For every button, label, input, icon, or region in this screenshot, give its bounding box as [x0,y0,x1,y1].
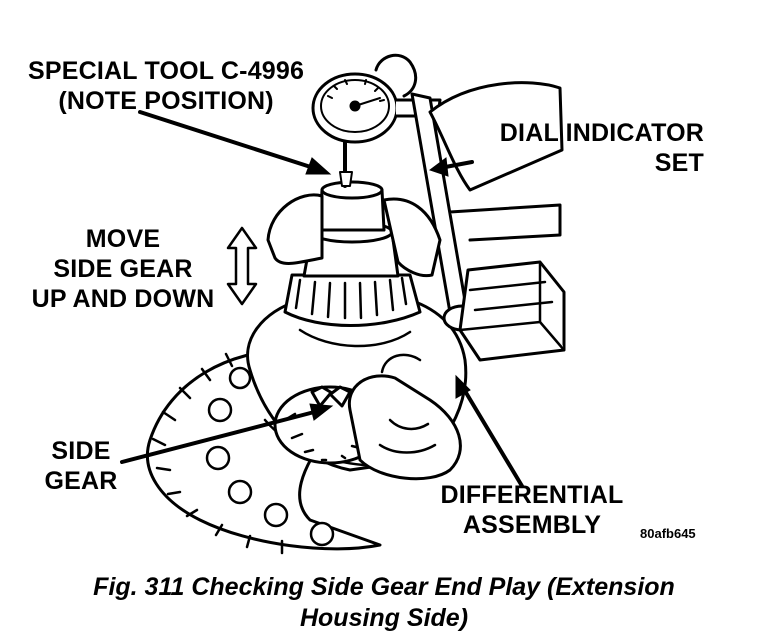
differential-assembly-label: DIFFERENTIAL ASSEMBLY [432,480,632,540]
special-tool-label-line1: SPECIAL TOOL C-4996 [28,57,305,85]
move-side-gear-label-line1: MOVE [85,225,161,253]
side-gear-label-line1: SIDE [51,437,111,465]
dial-indicator-label-line2: SET [654,149,704,177]
side-gear-label-line2: GEAR [44,467,118,495]
roller-bearing [283,273,422,327]
differential-illustration [120,53,566,555]
special-tool-label-line2: (NOTE POSITION) [58,87,274,115]
differential-assembly-label-line1: DIFFERENTIAL [440,481,624,509]
figure-caption-line2: Housing Side) [299,604,469,632]
ring-gear [145,343,382,555]
up-down-arrow [226,226,258,306]
vise-block [458,260,566,362]
figure-caption-line1: Fig. 311 Checking Side Gear End Play (Ex… [93,573,675,601]
dial-indicator-label-line1: DIAL INDICATOR [499,119,704,147]
special-tool [302,180,400,278]
leader-side-gear [120,408,324,464]
move-side-gear-label-line3: UP AND DOWN [31,285,215,313]
leader-differential [460,384,524,488]
move-side-gear-label: MOVE SIDE GEAR UP AND DOWN [20,224,226,314]
figure-caption: Fig. 311 Checking Side Gear End Play (Ex… [0,572,768,634]
figure-code: 80afb645 [640,526,696,541]
move-side-gear-label-line2: SIDE GEAR [53,255,193,283]
leader-special-tool [138,110,322,172]
side-gear-label: SIDE GEAR [36,436,126,496]
differential-assembly-label-line2: ASSEMBLY [462,511,602,539]
dial-indicator-label: DIAL INDICATOR SET [478,118,704,178]
special-tool-label: SPECIAL TOOL C-4996 (NOTE POSITION) [28,56,304,116]
